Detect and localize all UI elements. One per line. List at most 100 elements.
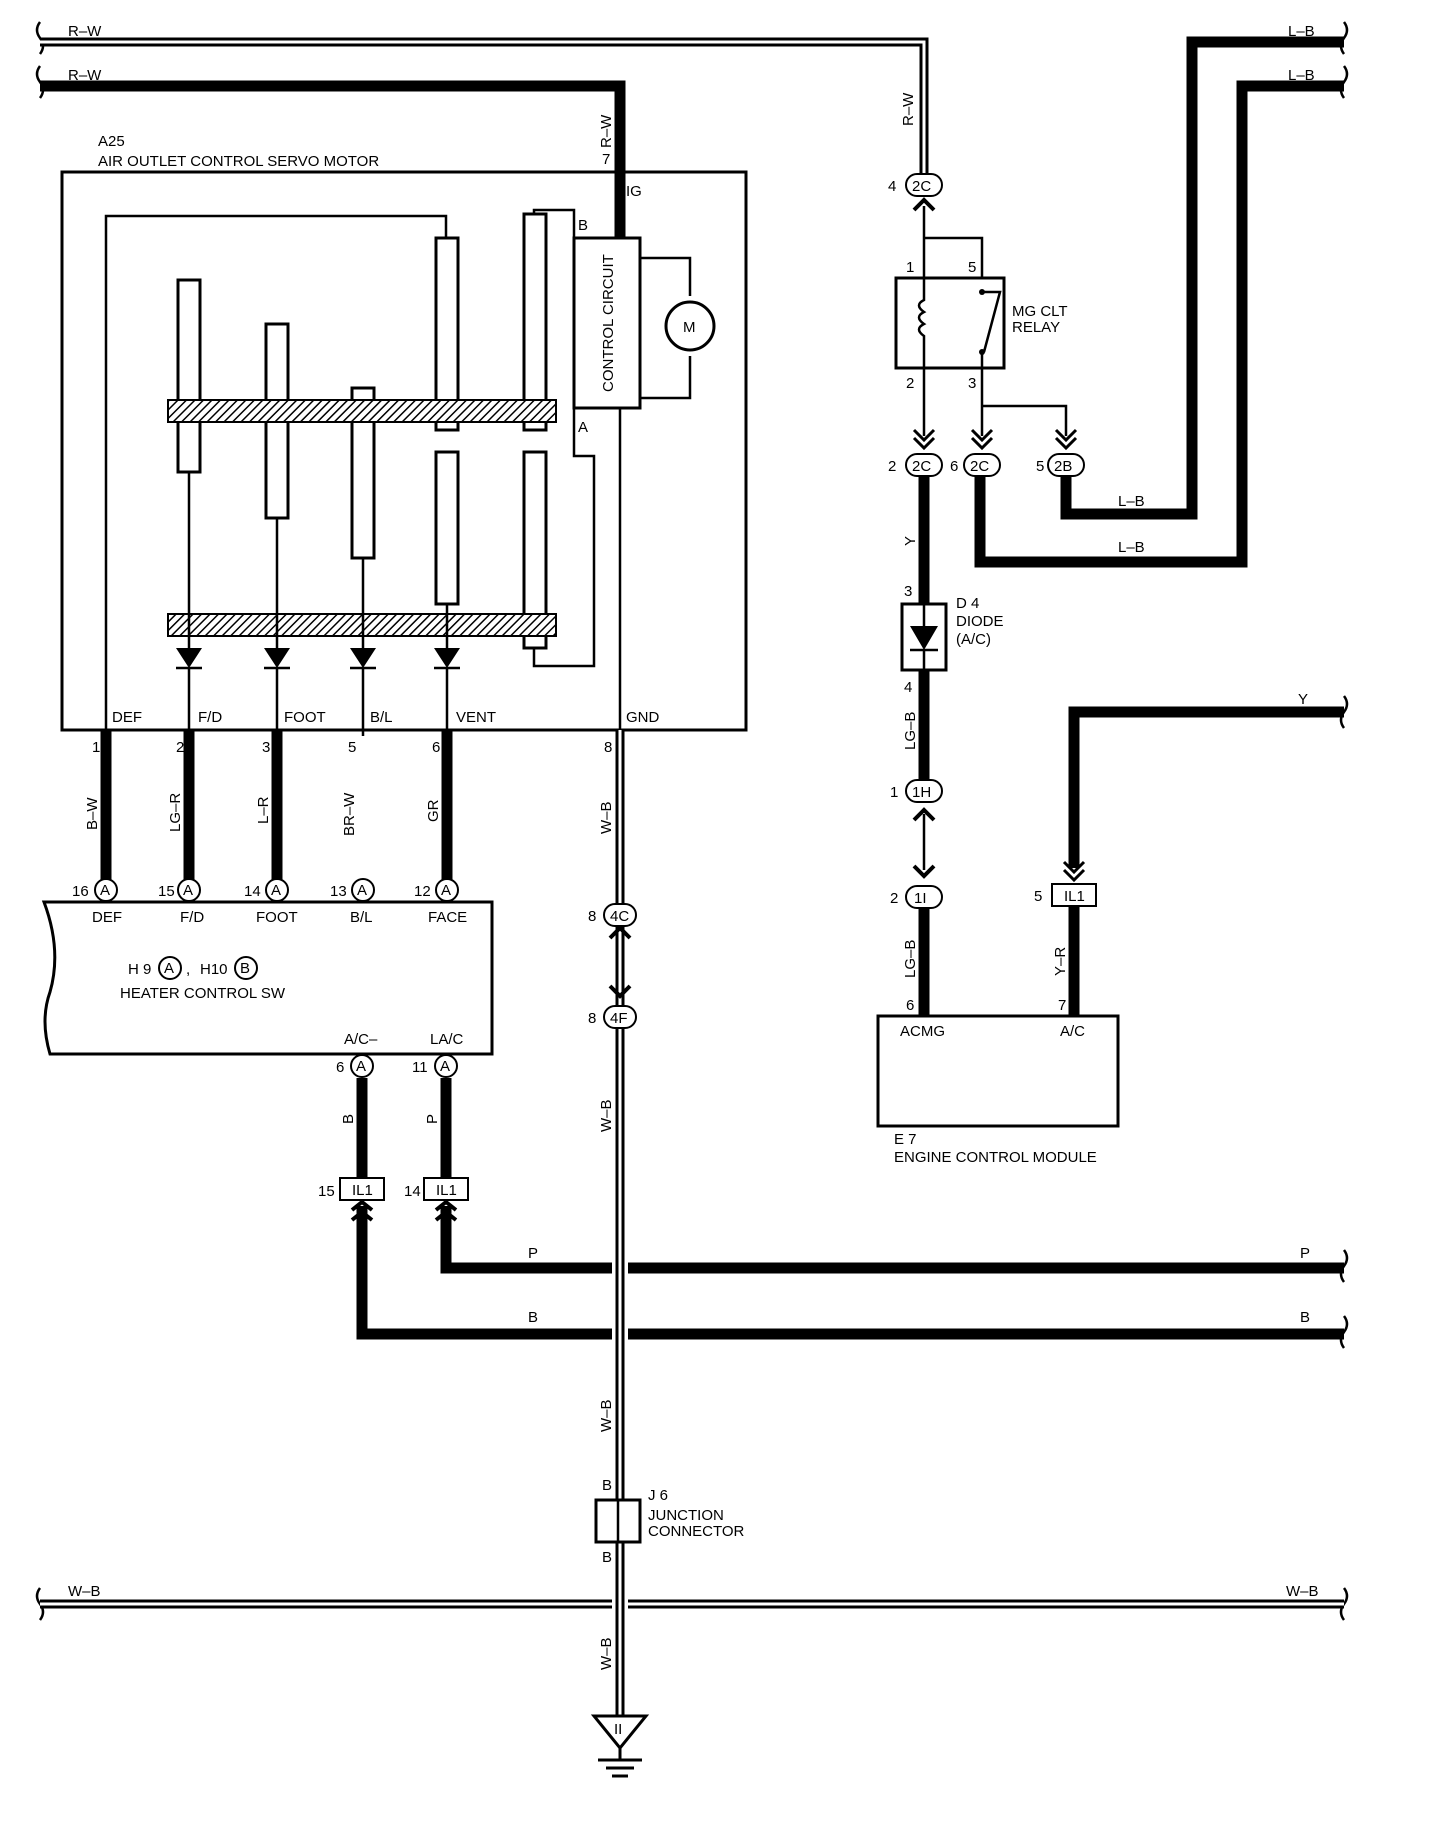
wire-label-lgr: LG–R — [167, 793, 184, 832]
connector-2c-mid-num: 6 — [950, 458, 958, 475]
wire-label-rw-second: R–W — [68, 67, 102, 84]
junction-connector: B B J 6 JUNCTION CONNECTOR — [594, 1477, 745, 1566]
ecm-pin-acmg-num: 6 — [906, 997, 914, 1014]
a25-term-2-num: 2 — [176, 739, 184, 756]
a25-term-foot: FOOT — [284, 709, 326, 726]
connector-2c-top-num: 4 — [888, 178, 896, 195]
wire-label-p-lac: P — [424, 1114, 441, 1124]
control-circuit-b: B — [578, 217, 588, 234]
svg-text:A: A — [357, 882, 367, 899]
a25-term-8-num: 8 — [604, 739, 612, 756]
svg-text:A: A — [356, 1058, 366, 1075]
a25-term-3-num: 3 — [262, 739, 270, 756]
heater-control-sw: A 16 DEF A 15 F/D A 14 FOOT A 13 B/L A 1… — [41, 878, 494, 1078]
connector-il1-14-num: 14 — [404, 1183, 421, 1200]
wire-label-rw-top: R–W — [68, 23, 102, 40]
diode-pin-top: 3 — [904, 583, 912, 600]
diode-name-2: (A/C) — [956, 631, 991, 648]
control-circuit-box — [572, 236, 642, 410]
wire-label-rw-a25: R–W — [598, 114, 615, 148]
svg-text:A: A — [440, 1058, 450, 1075]
svg-text:1H: 1H — [912, 784, 931, 801]
lb-bus-top — [1060, 21, 1349, 520]
relay-name-2: RELAY — [1012, 319, 1060, 336]
wire-label-lr: L–R — [255, 796, 272, 824]
connector-1i-num: 2 — [890, 890, 898, 907]
svg-text:A: A — [441, 882, 451, 899]
heater-term-bl: B/L — [350, 909, 373, 926]
wire-label-wb-2: W–B — [598, 1099, 615, 1132]
ecm-pin-acmg: ACMG — [900, 1023, 945, 1040]
relay-to-ecm-wire: Y 3 D 4 DIODE (A/C) 4 LG–B 1H 1 1I 2 LG–… — [890, 476, 1004, 1016]
heater-pin-11: A — [434, 1054, 458, 1078]
heater-pin-14-num: 14 — [244, 883, 261, 900]
svg-text:1I: 1I — [914, 890, 927, 907]
diode-name-1: DIODE — [956, 613, 1004, 630]
heater-term-face: FACE — [428, 909, 467, 926]
connector-1i: 1I — [905, 885, 943, 909]
wire-label-y-right: Y — [1298, 691, 1308, 708]
connector-il1-5: IL1 — [1051, 883, 1097, 907]
wire-label-gr: GR — [425, 799, 442, 822]
wire-label-wb-4: W–B — [598, 1637, 615, 1670]
heater-pin-12: A — [435, 878, 459, 902]
connector-4f: 4F — [603, 1005, 637, 1029]
wire-label-b-bus-right: B — [1300, 1309, 1310, 1326]
motor-icon — [664, 300, 716, 352]
connector-2c-left: 2C — [905, 453, 943, 477]
junction-top-b: B — [602, 1477, 612, 1494]
svg-text:2B: 2B — [1054, 458, 1072, 475]
wb-bus-bottom: W–B W–B — [35, 1583, 1349, 1621]
connector-il1-5-num: 5 — [1034, 888, 1042, 905]
wire-label-wb-3: W–B — [598, 1399, 615, 1432]
motor-label: M — [683, 319, 696, 336]
heater-h9-conn: A — [164, 960, 174, 977]
relay-pin1: 1 — [906, 259, 914, 276]
svg-text:A: A — [100, 882, 110, 899]
heater-pin-12-num: 12 — [414, 883, 431, 900]
wire-label-rw-relay: R–W — [900, 92, 917, 126]
svg-text:4F: 4F — [610, 1010, 628, 1027]
heater-term-fd: F/D — [180, 909, 204, 926]
connector-1h: 1H — [905, 779, 943, 803]
wire-label-p-bus-right: P — [1300, 1245, 1310, 1262]
a25-pin-ig-num: 7 — [602, 151, 610, 168]
svg-text:2C: 2C — [912, 178, 931, 195]
heater-pin-13: A — [351, 878, 375, 902]
svg-text:A: A — [183, 882, 193, 899]
heater-pin-16-num: 16 — [72, 883, 89, 900]
heater-pin-11-num: 11 — [412, 1059, 428, 1076]
heater-pin-14: A — [265, 878, 289, 902]
wire-label-bw: B–W — [84, 797, 101, 830]
connector-4f-num: 8 — [588, 1010, 596, 1027]
connector-2c-left-num: 2 — [888, 458, 896, 475]
ground-symbol: II — [590, 1714, 650, 1778]
wire-label-b-bus-left: B — [528, 1309, 538, 1326]
junction-name-1: JUNCTION — [648, 1507, 724, 1524]
heater-term-def: DEF — [92, 909, 122, 926]
lb-bus-second — [974, 65, 1349, 568]
connector-il1-15-num: 15 — [318, 1183, 335, 1200]
rw-bus-top — [35, 21, 929, 180]
connector-1h-num: 1 — [890, 784, 898, 801]
svg-text:2C: 2C — [912, 458, 931, 475]
wire-label-yr-ecm: Y–R — [1052, 947, 1069, 976]
heater-pin-6-num: 6 — [336, 1059, 344, 1076]
connector-4c: 4C — [603, 903, 637, 927]
svg-text:IL1: IL1 — [352, 1182, 373, 1199]
relay-pin2: 2 — [906, 375, 914, 392]
y-wire-right: Y IL1 5 Y–R — [1034, 691, 1349, 1016]
a25-term-5-num: 5 — [348, 739, 356, 756]
heater-bottom-wires: B P IL1 15 IL1 14 P P B B — [318, 1078, 1349, 1349]
a25-box — [60, 170, 748, 732]
wire-label-wb-bus-left: W–B — [68, 1583, 101, 1600]
connector-il1-14: IL1 — [423, 1177, 469, 1201]
heater-pin-16: A — [94, 878, 118, 902]
a25-term-vent: VENT — [456, 709, 496, 726]
gnd-wb-wire: W–B W–B W–B W–B — [598, 730, 625, 1716]
a25-code: A25 — [98, 133, 125, 150]
diode-code: D 4 — [956, 595, 979, 612]
heater-name: HEATER CONTROL SW — [120, 985, 286, 1002]
junction-code: J 6 — [648, 1487, 668, 1504]
